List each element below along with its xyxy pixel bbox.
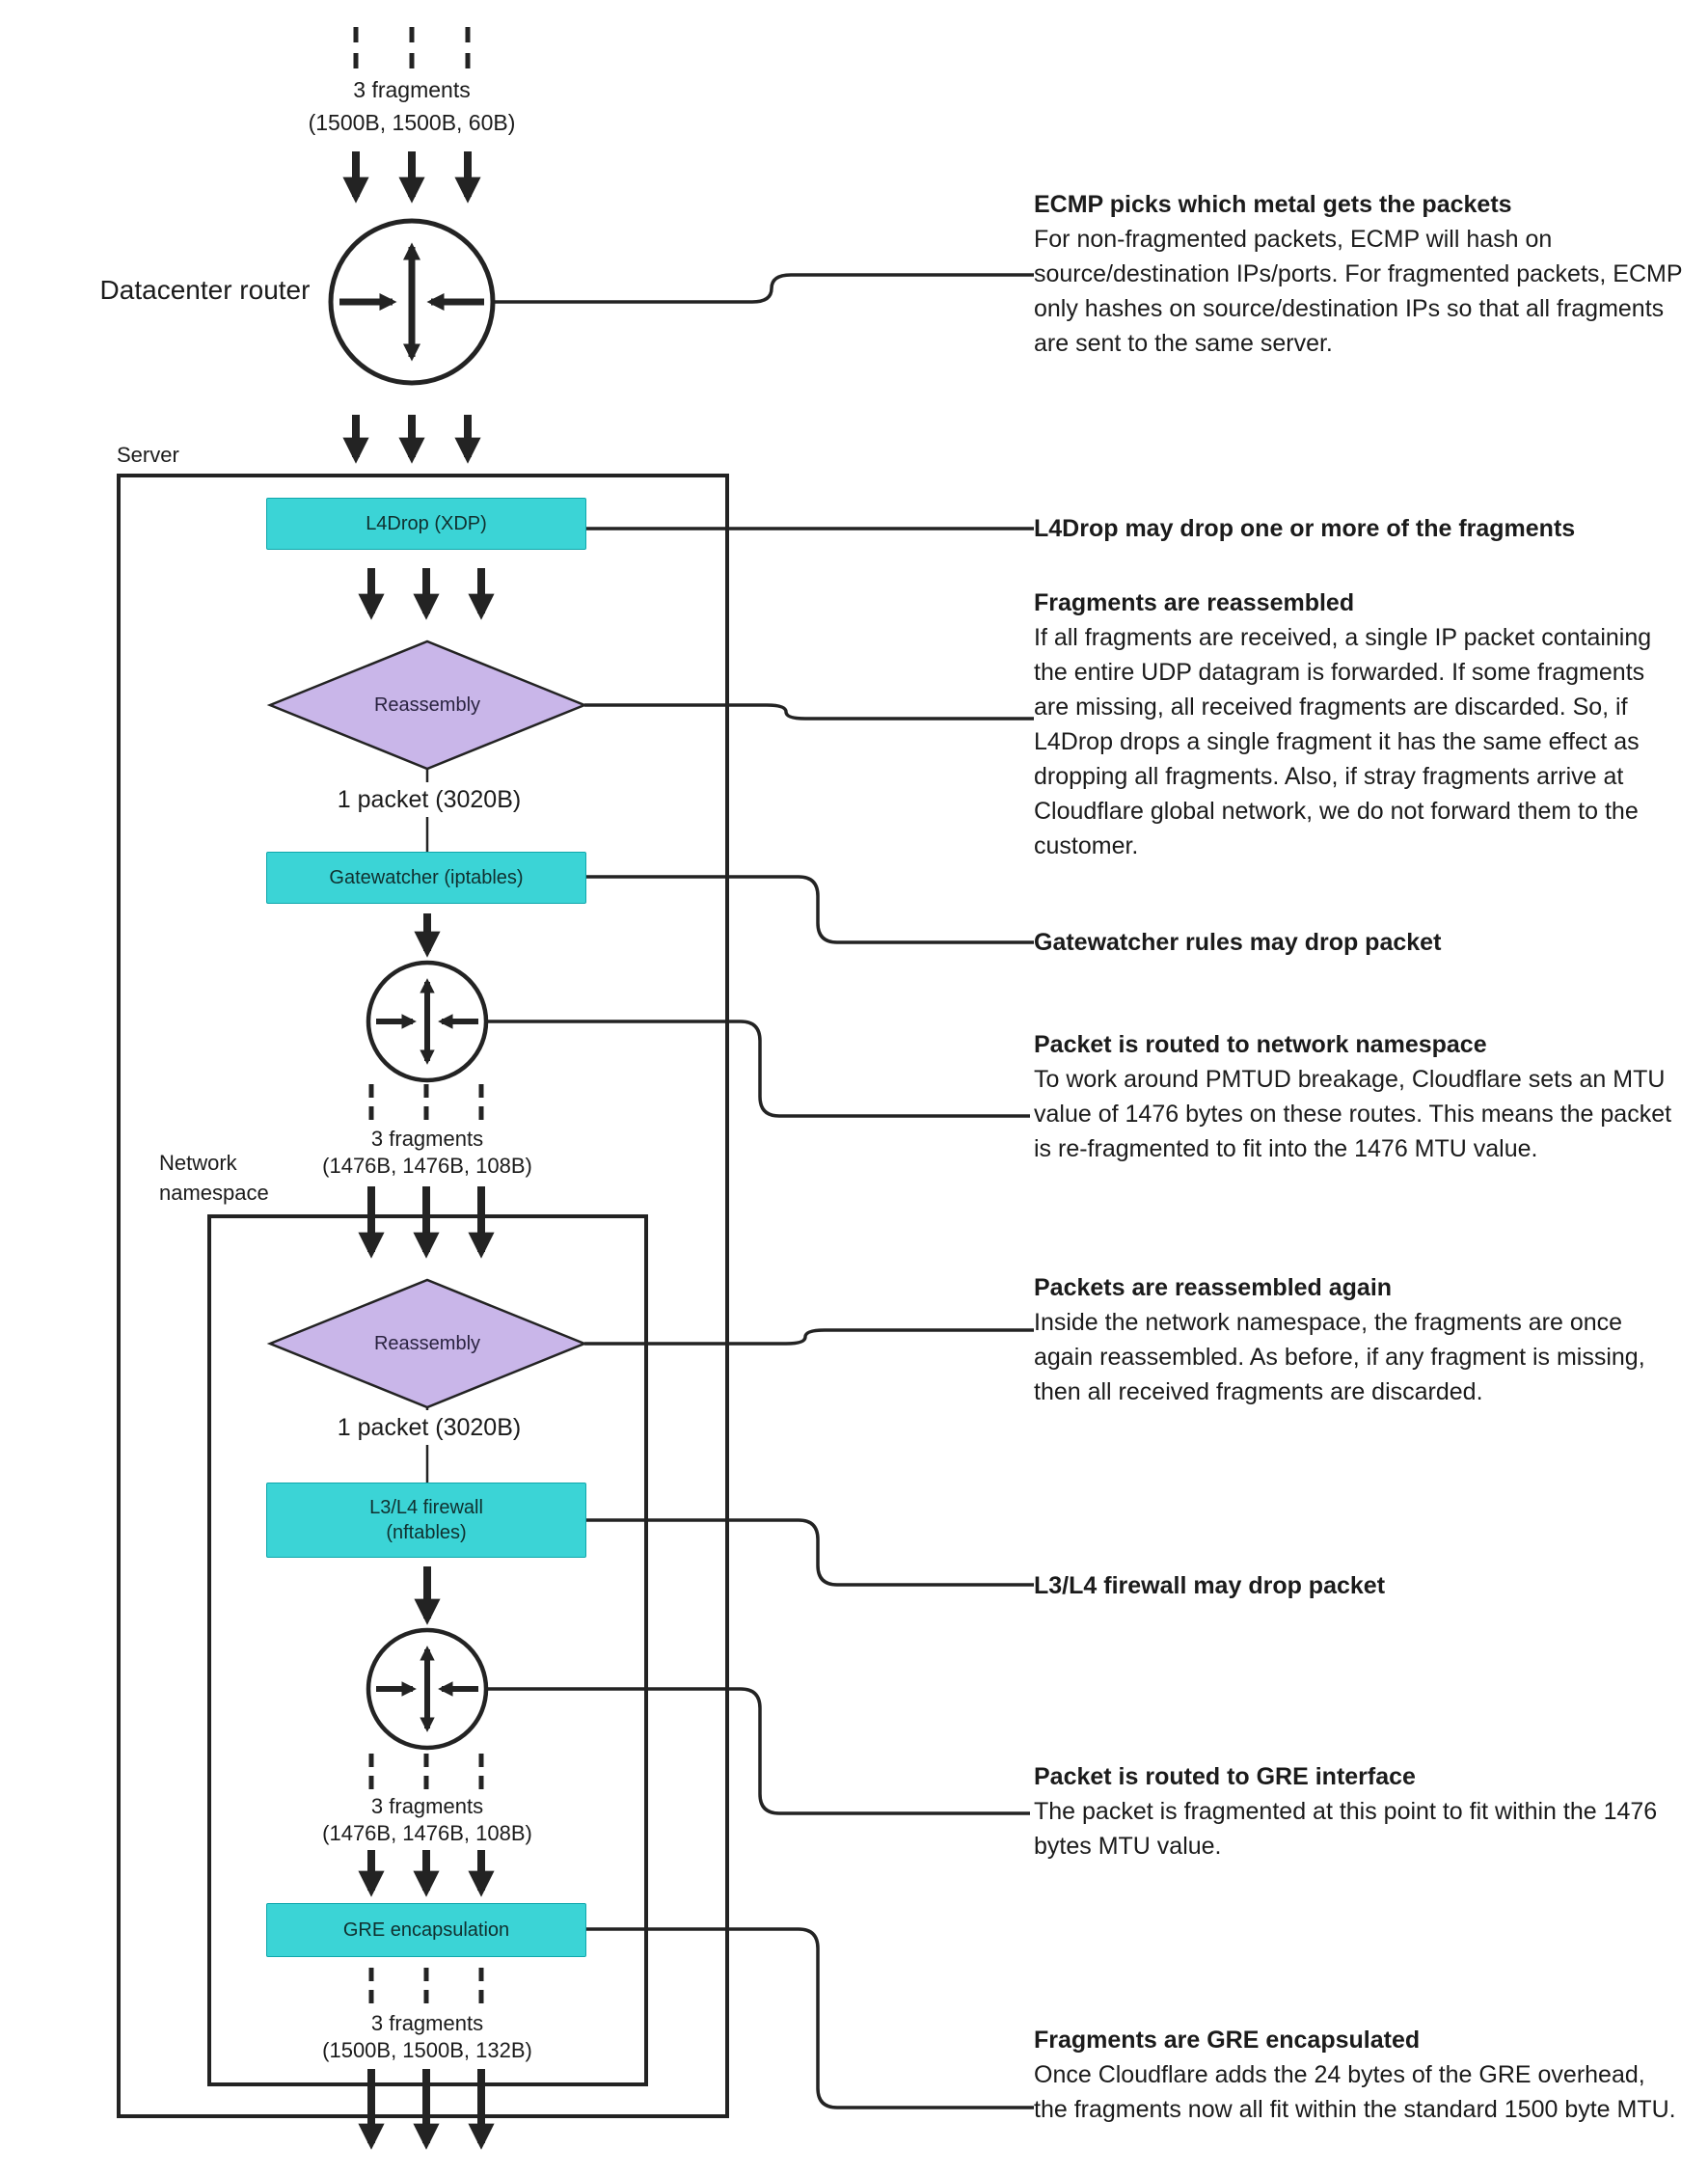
annotation-l4drop: L4Drop may drop one or more of the fragm… — [1034, 511, 1685, 546]
annotation-ecmp: ECMP picks which metal gets the packets … — [1034, 187, 1685, 361]
route-icon-gre — [366, 1627, 489, 1751]
firewall-label-line2: (nftables) — [386, 1522, 467, 1543]
annotation-title: Fragments are reassembled — [1034, 589, 1355, 616]
fragments-count: 3 fragments — [353, 77, 471, 102]
annotation-title: ECMP picks which metal gets the packets — [1034, 191, 1512, 218]
annotation-reassembled-again: Packets are reassembled again Inside the… — [1034, 1270, 1685, 1409]
gre-label: GRE encapsulation — [342, 1919, 510, 1941]
fragments-label-gre-in: 3 fragments (1476B, 1476B, 108B) — [283, 1793, 572, 1847]
annotation-firewall: L3/L4 firewall may drop packet — [1034, 1568, 1685, 1603]
connector-reassembly1 — [584, 703, 1034, 721]
fragments-sizes: (1500B, 1500B, 60B) — [308, 110, 516, 135]
annotation-gatewatcher: Gatewatcher rules may drop packet — [1034, 925, 1685, 960]
annotation-title: Fragments are GRE encapsulated — [1034, 2027, 1421, 2054]
fragments-sizes: (1476B, 1476B, 108B) — [322, 1154, 532, 1178]
fragments-count: 3 fragments — [370, 2011, 484, 2035]
packet2-label: 1 packet (3020B) — [313, 1410, 545, 1445]
annotation-title: L3/L4 firewall may drop packet — [1034, 1572, 1386, 1599]
datacenter-router-label: Datacenter router — [99, 275, 311, 305]
fragments-label-top: 3 fragments (1500B, 1500B, 60B) — [267, 73, 556, 139]
connector-reassembly2 — [584, 1328, 1034, 1346]
annotation-reassembly: Fragments are reassembled If all fragmen… — [1034, 585, 1685, 863]
reassembly1-label: Reassembly — [373, 694, 481, 716]
annotation-title: Gatewatcher rules may drop packet — [1034, 929, 1442, 956]
l4drop-node: L4Drop (XDP) — [266, 498, 586, 550]
connector-route-gre — [486, 1687, 1030, 1815]
annotation-title: Packet is routed to network namespace — [1034, 1031, 1487, 1058]
annotation-body: If all fragments are received, a single … — [1034, 624, 1652, 859]
flow-arrows-into-router — [342, 151, 481, 204]
server-box-label: Server — [117, 443, 179, 467]
fragment-dashes-top — [353, 27, 471, 68]
reassembly2-label: Reassembly — [373, 1333, 481, 1354]
fragments-count: 3 fragments — [370, 1127, 484, 1151]
fragment-dashes-namespace-in — [368, 1084, 484, 1120]
network-namespace-box — [207, 1214, 648, 2086]
fragments-label-namespace-in: 3 fragments (1476B, 1476B, 108B) — [283, 1126, 572, 1180]
firewall-label-line1: L3/L4 firewall — [369, 1497, 483, 1518]
fragment-dashes-gre-in — [368, 1754, 484, 1789]
fragments-sizes: (1476B, 1476B, 108B) — [322, 1821, 532, 1845]
annotation-title: Packets are reassembled again — [1034, 1274, 1393, 1301]
annotation-route-gre: Packet is routed to GRE interface The pa… — [1034, 1759, 1685, 1864]
l3l4-firewall-node: L3/L4 firewall (nftables) — [266, 1483, 586, 1558]
connector-gre — [586, 1927, 1034, 2109]
fragment-dashes-out — [368, 1968, 484, 2003]
flow-arrows-out — [358, 2069, 495, 2150]
annotation-body: For non-fragmented packets, ECMP will ha… — [1034, 226, 1683, 357]
callout-connectors — [486, 273, 1034, 2109]
flow-arrows-into-namespace — [358, 1186, 495, 1259]
packet1-label: 1 packet (3020B) — [313, 782, 545, 817]
datacenter-router-icon — [328, 218, 496, 386]
annotation-body: To work around PMTUD breakage, Cloudflar… — [1034, 1066, 1672, 1162]
annotation-title: L4Drop may drop one or more of the fragm… — [1034, 515, 1576, 542]
gatewatcher-label: Gatewatcher (iptables) — [329, 867, 524, 888]
annotation-gre-encapsulated: Fragments are GRE encapsulated Once Clou… — [1034, 2023, 1685, 2127]
annotation-body: The packet is fragmented at this point t… — [1034, 1798, 1658, 1860]
connector-firewall — [586, 1518, 1034, 1587]
server-box — [117, 474, 729, 2118]
flow-arrows-into-server — [342, 415, 481, 464]
annotation-title: Packet is routed to GRE interface — [1034, 1763, 1416, 1790]
fragments-label-out: 3 fragments (1500B, 1500B, 132B) — [283, 2010, 572, 2064]
flow-arrows-l4drop-to-reassembly — [358, 568, 495, 620]
l4drop-label: L4Drop (XDP) — [366, 513, 487, 534]
gatewatcher-node: Gatewatcher (iptables) — [266, 852, 586, 904]
connector-ecmp — [493, 273, 1034, 304]
gre-encapsulation-node: GRE encapsulation — [266, 1903, 586, 1957]
fragments-sizes: (1500B, 1500B, 132B) — [322, 2038, 532, 2062]
flow-arrows-into-gre — [358, 1850, 495, 1897]
fragments-count: 3 fragments — [370, 1794, 484, 1818]
connector-route-namespace — [486, 1020, 1030, 1118]
annotation-body: Inside the network namespace, the fragme… — [1034, 1309, 1645, 1405]
annotation-body: Once Cloudflare adds the 24 bytes of the… — [1034, 2061, 1676, 2123]
connector-gatewatcher — [586, 875, 1034, 944]
annotation-route-namespace: Packet is routed to network namespace To… — [1034, 1027, 1685, 1166]
network-namespace-label: Network namespace — [159, 1151, 269, 1205]
